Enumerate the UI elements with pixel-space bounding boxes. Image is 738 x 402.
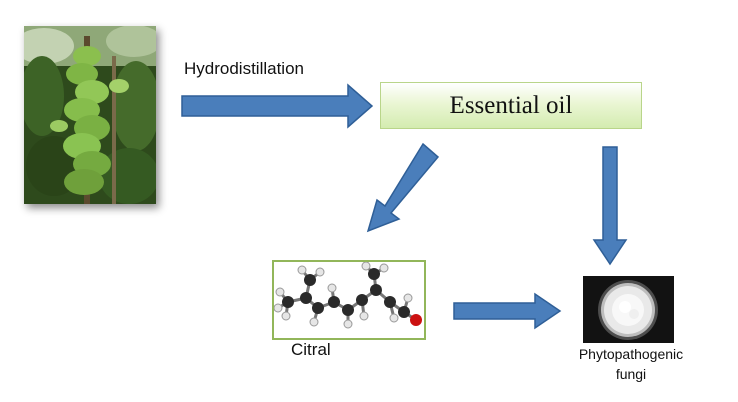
- plant-photo: [14, 25, 162, 204]
- phytopathogenic-fungi-label: Phytopathogenic fungi: [566, 344, 696, 384]
- arrow-citral-to-fungi: [453, 292, 562, 330]
- essential-oil-box: Essential oil: [380, 82, 642, 129]
- citral-label: Citral: [291, 340, 331, 359]
- arrow-oil-to-fungi: [592, 146, 628, 266]
- hydrodistillation-label: Hydrodistillation: [184, 59, 304, 78]
- citral-molecule-box: [272, 260, 426, 340]
- arrow-hydrodistillation: [181, 83, 374, 129]
- essential-oil-label: Essential oil: [449, 91, 573, 119]
- citral-molecule-model: [273, 261, 422, 329]
- fungi-label-line2: fungi: [615, 366, 647, 382]
- fungal-culture-photo: [583, 276, 674, 343]
- fungi-label-line1: Phytopathogenic: [578, 346, 684, 362]
- arrow-oil-to-citral: [366, 142, 440, 233]
